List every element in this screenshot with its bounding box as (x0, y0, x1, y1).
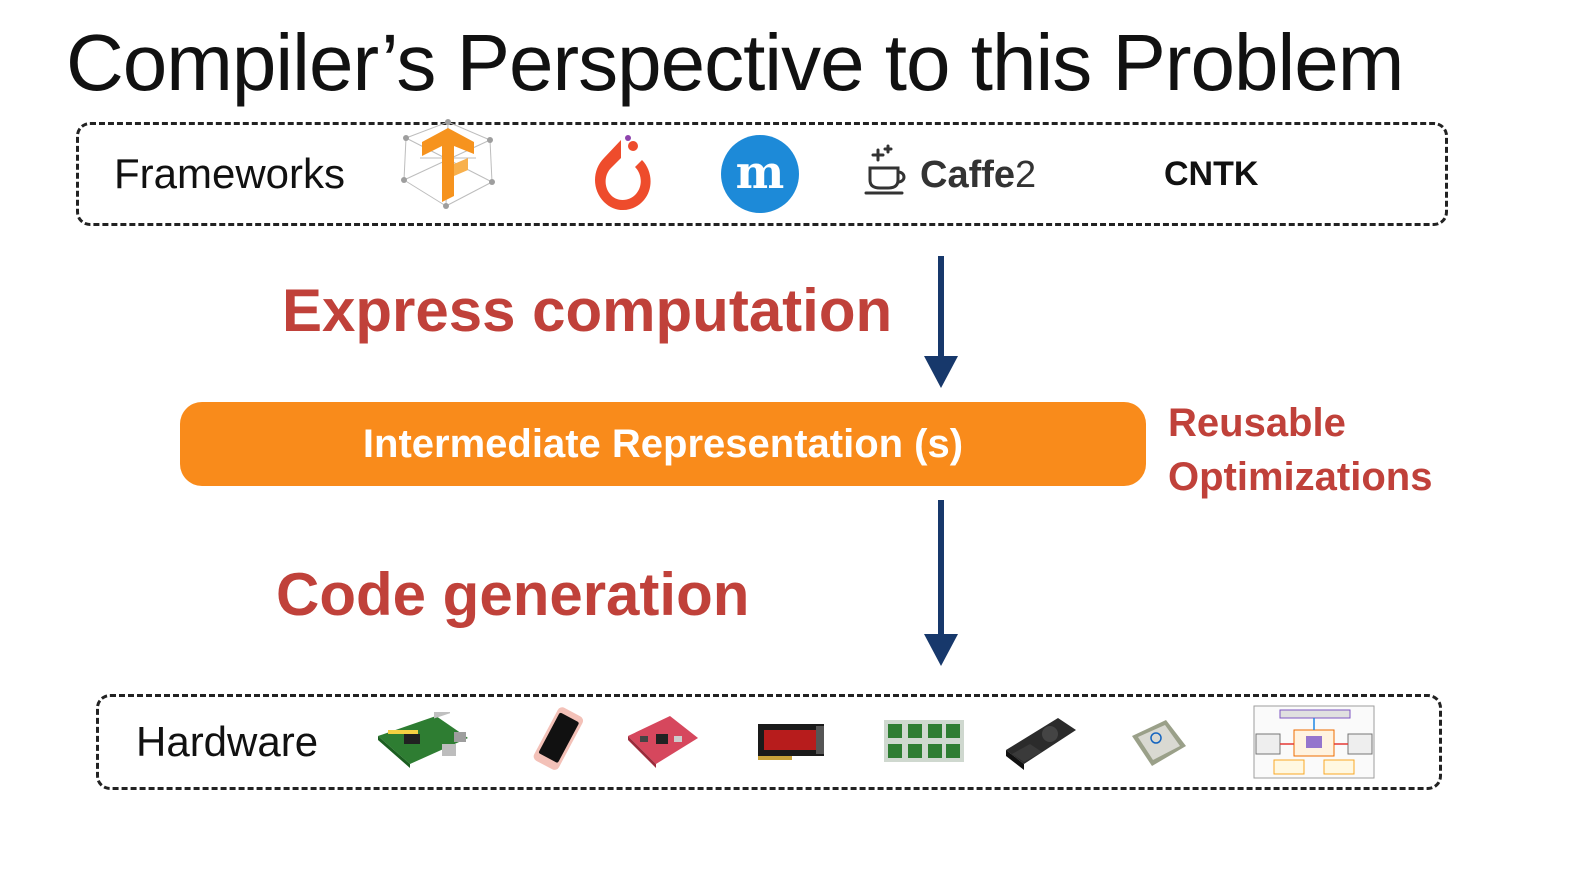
express-computation-label: Express computation (282, 277, 893, 344)
tensorflow-logo (401, 119, 495, 209)
reusable-optimizations-label: Reusable Optimizations (1168, 401, 1433, 499)
asic-board-icon (884, 720, 964, 762)
raspberry-pi-board-icon (378, 712, 468, 768)
frameworks-label: Frameworks (114, 150, 346, 197)
hardware-box (96, 694, 1442, 790)
frameworks-box (76, 122, 1448, 226)
intel-cpu-chip-icon (1132, 720, 1186, 766)
code-generation-label: Code generation (276, 561, 750, 628)
cntk-wordmark: CNTK (1164, 155, 1259, 193)
pytorch-logo (595, 135, 651, 211)
arrow-down-icon (924, 256, 958, 388)
intermediate-representation-box: Intermediate Representation (s) (180, 402, 1146, 486)
slide-title: Compiler’s Perspective to this Problem (66, 18, 1404, 107)
arrow-down-icon (924, 500, 958, 666)
amd-gpu-card-icon (758, 724, 824, 760)
caffe2-logo (864, 144, 906, 195)
hardware-label: Hardware (136, 718, 319, 765)
mxnet-logo: m (721, 135, 799, 213)
caffe2-wordmark: Caffe2 (920, 154, 1037, 196)
fpga-board-icon (628, 716, 698, 768)
svg-text:m: m (736, 145, 785, 199)
smartphone-icon (533, 707, 584, 770)
ir-label: Intermediate Representation (s) (362, 421, 964, 466)
accelerator-block-diagram-icon (1253, 705, 1375, 779)
nvidia-gpu-card-icon (1006, 718, 1076, 770)
